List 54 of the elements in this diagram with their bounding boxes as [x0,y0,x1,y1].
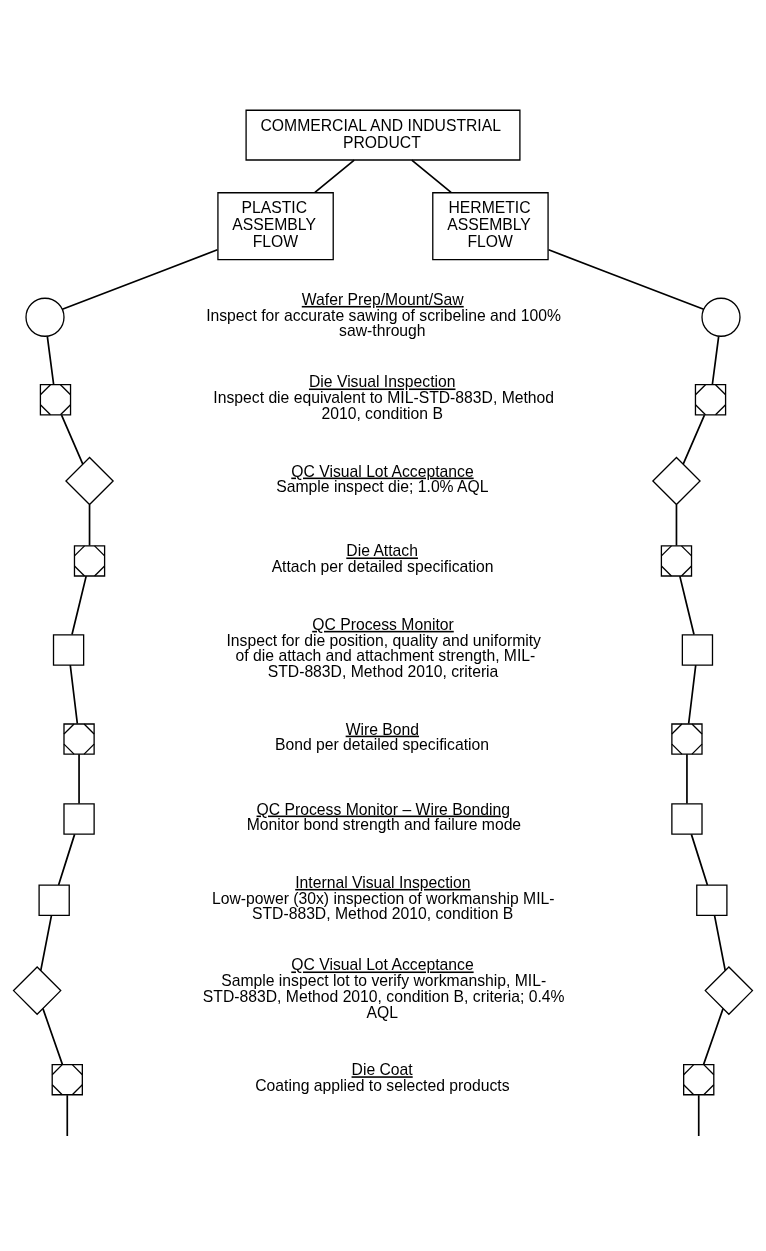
node-diamond [12,966,62,1016]
connector [686,753,688,805]
connector [687,664,697,725]
label: Wire Bond [345,720,420,738]
label: Inspect die equivalent to MIL-STD-883D, Method 2010, condition B [213,389,555,422]
connector [410,159,452,194]
connector [42,1007,64,1066]
connector [78,753,80,805]
label: Sample inspect lot to verify workmanship, MIL-STD-883D, Method 2010, condition B, criteria; 0.4% AQL [202,972,565,1021]
connector [679,575,695,636]
connector [66,1094,69,1137]
node-box: HERMETIC ASSEMBLY FLOW [432,192,549,261]
node-diamond [65,456,115,506]
connector [60,414,84,465]
node-diamond [704,966,754,1016]
connector [71,575,87,636]
node-circle [701,297,741,337]
connector [697,1094,700,1137]
node-circle [25,297,65,337]
connector [57,833,76,886]
connector [711,335,720,386]
connector [69,664,79,725]
connector [46,335,55,386]
connector [682,414,706,465]
label: Die Attach [346,542,418,560]
connector [675,503,678,547]
connector [690,833,709,886]
connector [314,159,356,194]
node-box: COMMERCIAL AND INDUSTRIAL PRODUCT [245,109,521,161]
node-box [63,803,95,835]
connector [713,914,727,972]
label: QC Process Monitor [312,615,454,633]
node-box [52,634,85,666]
label: Internal Visual Inspection [295,873,471,891]
connector [61,248,219,311]
node-box: PLASTIC ASSEMBLY FLOW [217,192,334,261]
label: Wafer Prep/Mount/Saw [301,290,464,308]
connector [702,1007,724,1066]
label: QC Visual Lot Acceptance [291,956,474,974]
connector [88,503,91,547]
label: QC Process Monitor – Wire Bonding [256,800,510,818]
label: Coating applied to selected products [255,1076,510,1094]
node-diamond [651,456,701,506]
label: Die Visual Inspection [308,373,456,391]
connector [547,248,705,311]
label: Bond per detailed specification [274,736,490,754]
label: Die Coat [351,1061,413,1079]
node-box [671,803,703,835]
node-box [681,634,714,666]
connector [39,914,53,972]
node-box [38,884,70,916]
label: QC Visual Lot Acceptance [291,462,474,480]
node-box [696,884,728,916]
label: Attach per detailed specification [271,558,494,576]
